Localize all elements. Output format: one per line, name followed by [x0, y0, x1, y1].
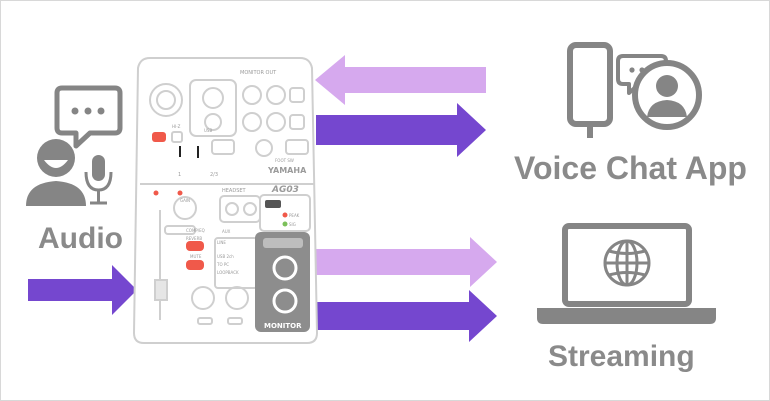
device-model-label: AG03 [271, 185, 299, 195]
speaking-person-icon [26, 139, 86, 206]
device-peak-label: PEAK [289, 213, 300, 218]
streaming-label: Streaming [548, 340, 695, 373]
device-reverb-label: REVERB [186, 236, 202, 241]
arrow-to-voice-chat [316, 103, 486, 157]
speech-bubble-icon [54, 85, 123, 149]
device-monitor-out-label: MONITOR OUT [240, 70, 277, 76]
microphone-icon [84, 155, 113, 205]
device-line-label: LINE [217, 240, 226, 245]
device-sig-label: SIG [289, 222, 296, 227]
audio-label: Audio [38, 222, 123, 255]
device-usb-label: USB [204, 128, 212, 133]
device-channel-label: 1 [178, 172, 181, 178]
device-hi-z-label: HI-Z [172, 124, 181, 129]
signal-arrows [28, 55, 497, 342]
voice-chat-app-label: Voice Chat App [514, 150, 747, 186]
arrow-audio-in [28, 265, 137, 315]
device-headset-label: HEADSET [222, 188, 247, 194]
device-foot-sw-label: FOOT SW [275, 158, 294, 163]
device-aux-label: AUX [222, 229, 231, 234]
device-gain-label: GAIN [180, 198, 190, 203]
globe-icon [603, 239, 651, 287]
device-monitor-label: MONITOR [264, 322, 302, 330]
arrow-to-streaming-dark [316, 290, 497, 342]
ag03-labels: MONITOR OUT YAMAHA AG03 1 2/3 FOOT SW HE… [172, 70, 307, 330]
device-channel-23-label: 2/3 [210, 172, 218, 178]
device-brand-label: YAMAHA [267, 166, 307, 175]
device-comp-eq-label: COMP/EQ [186, 228, 205, 233]
arrow-from-voice-chat [315, 55, 486, 105]
device-loopback-label: LOOPBACK [217, 270, 239, 275]
ag03-mixer [132, 57, 319, 344]
smartphone-icon [567, 42, 613, 138]
arrow-to-streaming-light [316, 237, 497, 287]
device-to-pc-label: TO PC [216, 262, 229, 267]
device-mute-label: MUTE [190, 254, 202, 259]
user-avatar-icon [632, 60, 702, 130]
device-usb-2ch-label: USB 2ch [217, 254, 234, 259]
